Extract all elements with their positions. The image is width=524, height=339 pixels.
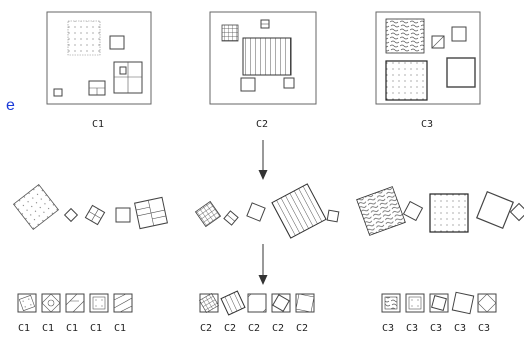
top-label-c2: C2	[256, 119, 268, 130]
normalized-patches-c2	[199, 290, 315, 316]
extracted-patches-c1	[12, 183, 168, 231]
extracted-patches-c2	[194, 183, 340, 239]
top-label-c1: C1	[92, 119, 104, 130]
bottom-labels-c2: C2 C2 C2 C2 C2	[200, 323, 308, 334]
source-image-c1	[46, 11, 152, 105]
bottom-label: C1	[114, 323, 126, 334]
bottom-label: C3	[454, 323, 466, 334]
arrow-down-icon	[258, 244, 268, 285]
source-image-c3	[375, 11, 481, 105]
bottom-labels-c3: C3 C3 C3 C3 C3	[382, 323, 490, 334]
bottom-label: C3	[478, 323, 490, 334]
bottom-label: C1	[66, 323, 78, 334]
top-label-c3: C3	[421, 119, 433, 130]
bottom-label: C2	[200, 323, 212, 334]
normalized-patches-c3	[381, 291, 497, 315]
bottom-label: C1	[90, 323, 102, 334]
bottom-label: C3	[430, 323, 442, 334]
normalized-patches-c1	[17, 293, 133, 313]
arrow-down-icon	[258, 140, 268, 180]
source-image-c2	[209, 11, 317, 105]
bottom-label: C1	[18, 323, 30, 334]
bottom-label: C3	[406, 323, 418, 334]
edge-link-fragment[interactable]: e	[6, 97, 15, 114]
bottom-labels-c1: C1 C1 C1 C1 C1	[18, 323, 126, 334]
bottom-label: C2	[224, 323, 236, 334]
bottom-label: C2	[296, 323, 308, 334]
bottom-label: C2	[248, 323, 260, 334]
bottom-label: C1	[42, 323, 54, 334]
bottom-label: C2	[272, 323, 284, 334]
extracted-patches-c3	[356, 186, 524, 236]
bottom-label: C3	[382, 323, 394, 334]
